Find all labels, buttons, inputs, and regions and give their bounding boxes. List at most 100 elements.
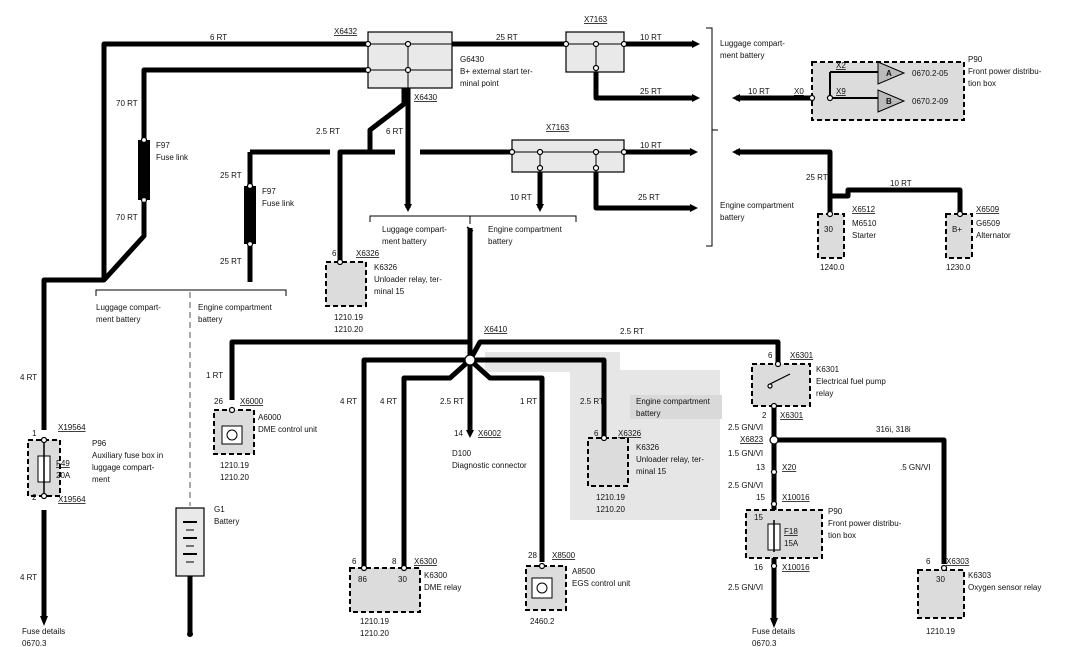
lbl-a8500-pin: 28 [528,551,537,560]
lbl-p90a-x9: X9 [836,87,846,96]
lbl-f97a-desc: Fuse link [156,153,189,162]
lbl-p90b-pin16: 16 [754,563,763,572]
lbl-x6303: X6303 [946,557,970,566]
lbl-lug-r2: ment battery [720,51,764,60]
lbl-p90b-name: P90 [828,507,843,516]
arrow-right-4 [690,204,698,212]
wire-to-k6301 [467,339,781,362]
lbl-a8500-desc: EGS control unit [572,579,631,588]
lbl-a6000-ref2: 1210.20 [220,473,249,482]
sep-left [95,289,287,296]
lbl-lug-a2: ment battery [96,315,140,324]
wire-to-a6000 [229,339,473,400]
lbl-x6301-bot: X6301 [780,411,804,420]
lbl-p90a-x2: X2 [836,61,846,70]
lbl-fuse-r2: 0670.3 [752,639,777,647]
lbl-k6300-pin6: 6 [352,557,357,566]
lbl-x6823: X6823 [740,435,764,444]
f97a-fuse [138,140,150,200]
lbl-x6432: X6432 [334,27,358,36]
lbl-f18-name: F18 [784,527,798,536]
lbl-k6303-p30: 30 [936,575,945,584]
lbl-k6326a-desc2: minal 15 [374,287,405,296]
lbl-p96-desc3: ment [92,475,111,484]
lbl-x6000: X6000 [240,397,264,406]
k6326b-box [587,437,629,487]
lbl-eng-c2: battery [636,409,660,418]
lbl-variant: 316i, 318i [876,425,911,434]
lbl-k6301-name: K6301 [816,365,840,374]
lbl-f97b-desc: Fuse link [262,199,295,208]
lbl-eng-r2: battery [720,213,744,222]
lbl-p96-name: P96 [92,439,107,448]
lbl-g6430-name: G6430 [460,55,485,64]
lbl-x20: X20 [782,463,797,472]
lbl-k6326b-pin: 6 [594,429,599,438]
lbl-p96-pin1: 1 [32,429,37,438]
lbl-f18-val: 15A [784,539,799,548]
lbl-w25rt-mid: 2.5 RT [316,127,340,136]
lbl-g6509-ref: 1230.0 [946,263,971,272]
arrow-down-c [466,430,474,438]
lbl-lug-r1: Luggage compart- [720,39,785,48]
lbl-w25rt-f97b-bot: 25 RT [220,257,242,266]
lbl-p90a-name: P90 [968,55,983,64]
lbl-m6510-pin: 30 [824,225,833,234]
lbl-w25rt-top2: 25 RT [640,87,662,96]
k6300-box [349,567,421,613]
lbl-fuse-l2: 0670.3 [22,639,47,647]
lbl-p90a-a: A [886,69,892,78]
lbl-eng-r1: Engine compartment [720,201,795,210]
wire-k6303 [774,437,947,564]
wire-10rt-alt [830,187,963,214]
lbl-g6509-desc: Alternator [976,231,1011,240]
g6509-box [945,213,973,259]
lbl-eng-b2: battery [488,237,512,246]
lbl-a8500-name: A8500 [572,567,596,576]
lbl-k6326b-ref2: 1210.20 [596,505,625,514]
lbl-fuse-r1: Fuse details [752,627,795,636]
lbl-w4rt-l1: 4 RT [20,373,37,382]
lbl-g6430-desc2: minal point [460,79,499,88]
lbl-g6430-desc1: B+ external start ter- [460,67,533,76]
lbl-w25gnvi-b: 2.5 GN/VI [728,481,763,490]
lbl-eng-c1: Engine compartment [636,397,711,406]
lbl-a8500-ref: 2460.2 [530,617,555,626]
f97b-fuse [244,186,256,244]
lbl-w25rt-d100: 2.5 RT [440,397,464,406]
lbl-w5gnvi: .5 GN/VI [900,463,931,472]
lbl-k6300-desc: DME relay [424,583,461,592]
lbl-x20-pin: 13 [756,463,765,472]
lbl-k6300-p86: 86 [358,575,367,584]
lbl-k6326a-ref2: 1210.20 [334,325,363,334]
lbl-w25rt-k6301: 2.5 RT [620,327,644,336]
lbl-fuse-l1: Fuse details [22,627,65,636]
lbl-a6000-ref1: 1210.19 [220,461,249,470]
arrow-left-1 [732,94,740,102]
arrow-down-b [536,204,544,212]
lbl-w10rt-mid: 10 RT [640,141,662,150]
m6510-box [817,213,845,259]
lbl-k6326b-desc1: Unloader relay, ter- [636,455,704,464]
lbl-p90b-desc2: tion box [828,531,856,540]
lbl-w25gnvi-a: 2.5 GN/VI [728,423,763,432]
lbl-x6509: X6509 [976,205,1000,214]
lbl-x6512: X6512 [852,205,876,214]
lbl-x19564-top: X19564 [58,423,86,432]
lbl-f97a-name: F97 [156,141,170,150]
lbl-k6303-name: K6303 [968,571,992,580]
lbl-w70rt-a: 70 RT [116,99,138,108]
wire-25rt-mid-a [337,149,370,262]
lbl-k6301-desc2: relay [816,389,833,398]
lbl-w25rt-f97b-top: 25 RT [220,171,242,180]
lbl-w1rt-a6000: 1 RT [206,371,223,380]
p90b-box [745,509,823,559]
wire-25rt-mid2 [593,168,690,211]
sep-right [706,27,713,247]
lbl-w25rt-starter: 25 RT [806,173,828,182]
lbl-f49-val: 20A [56,471,71,480]
arrow-down-a [404,204,412,212]
k6326a-box [325,261,367,307]
lbl-k6300-name: K6300 [424,571,448,580]
lbl-eng-b1: Engine compartment [488,225,563,234]
